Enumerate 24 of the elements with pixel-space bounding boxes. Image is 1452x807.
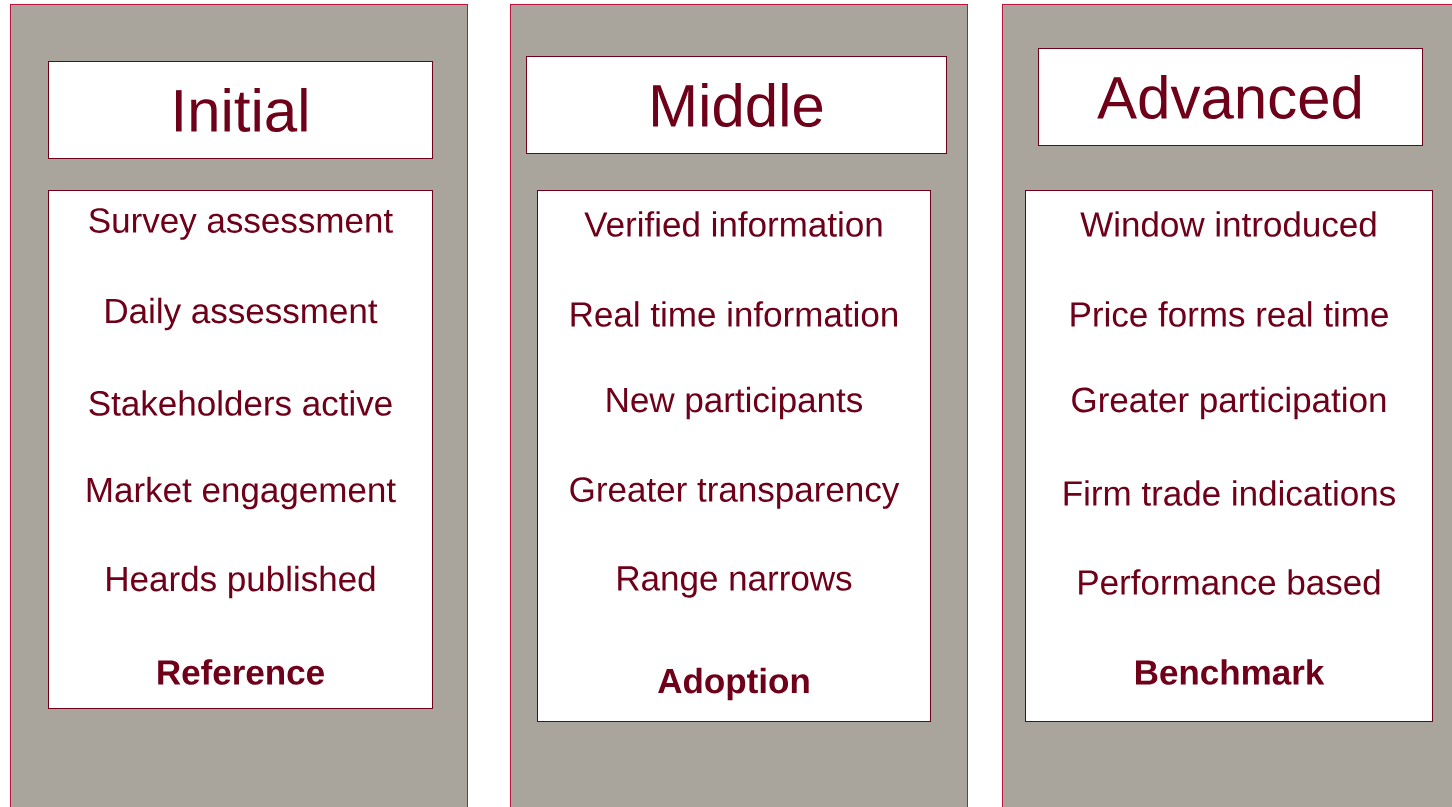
list-box [537, 190, 931, 722]
list-item: New participants [607, 386, 863, 420]
list-box [48, 190, 433, 709]
list-item: Stakeholders active [89, 390, 392, 416]
list-item: Greater participation [1072, 386, 1386, 420]
title-box: Middle [526, 56, 947, 154]
list-item: Daily assessment [106, 297, 378, 331]
title-box: Advanced [1038, 48, 1423, 146]
list-item: Greater transparency [570, 477, 900, 509]
title-box: Initial [48, 61, 433, 159]
list-box [1025, 190, 1433, 722]
list-item: Verified information [584, 211, 882, 237]
list-item: Heards published [107, 565, 375, 599]
stage-label: Adoption [658, 667, 809, 701]
list-item: Window introduced [1080, 211, 1376, 237]
stage-label: Benchmark [1136, 659, 1325, 685]
list-item: Real time information [571, 301, 897, 327]
list-item: Survey assessment [89, 208, 393, 240]
list-item: Range narrows [618, 566, 852, 598]
stage-label: Reference [158, 659, 324, 685]
list-item: Performance based [1079, 569, 1380, 595]
list-item: Firm trade indications [1064, 480, 1395, 506]
list-item: Price forms real time [1071, 301, 1388, 327]
list-item: Market engagement [87, 476, 396, 510]
